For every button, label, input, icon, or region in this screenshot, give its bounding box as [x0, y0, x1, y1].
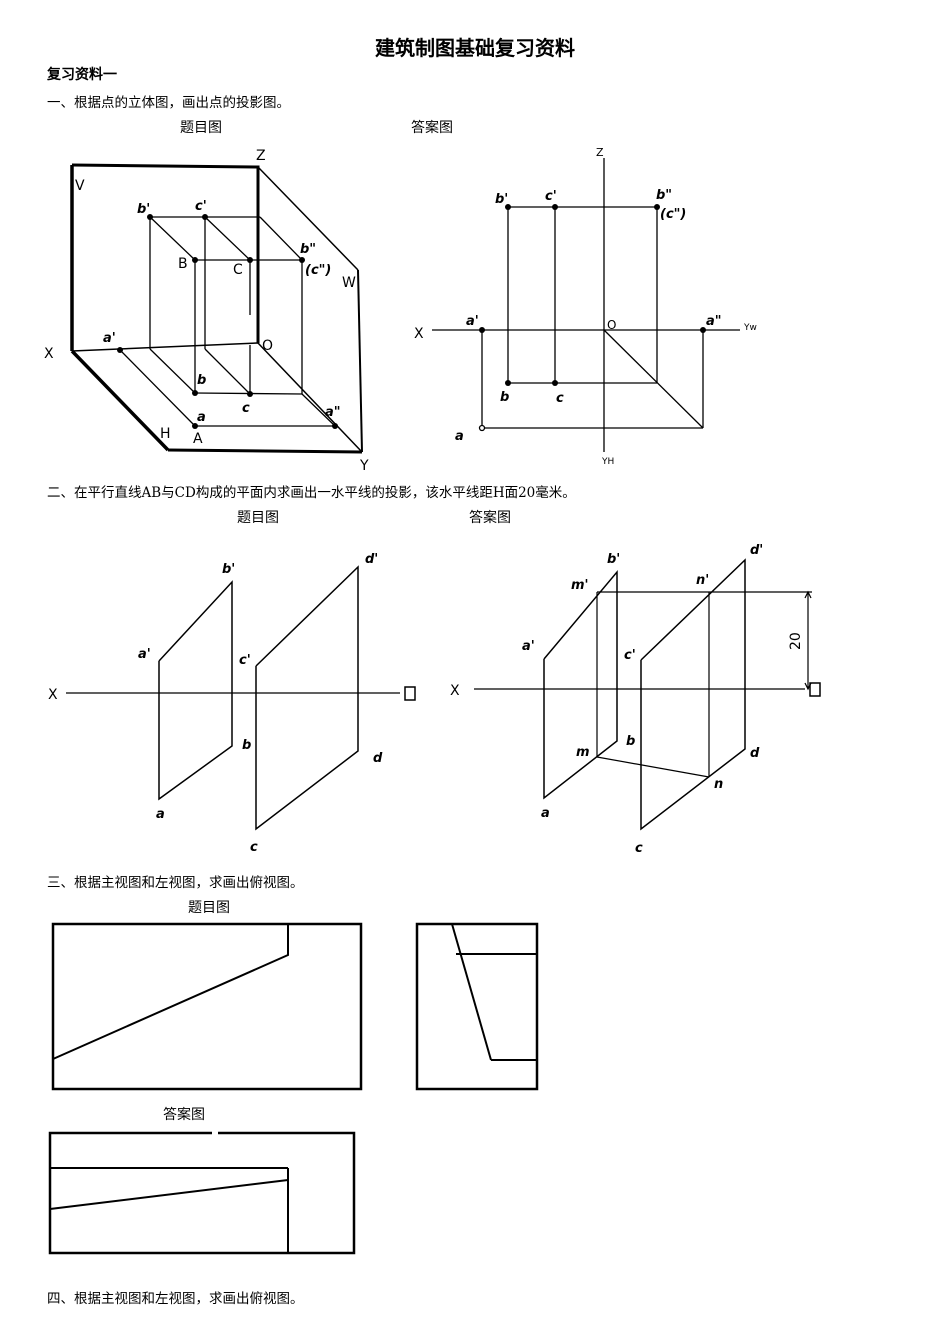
label-d-prime: d' [365, 552, 378, 567]
label-c-dprime: (c") [305, 263, 331, 278]
section-subtitle: 复习资料一 [47, 67, 117, 83]
label-c-prime: c' [624, 648, 636, 663]
dimension-20: 20 [788, 632, 804, 650]
q1-caption-answer: 答案图 [411, 120, 453, 136]
q2-caption-answer: 答案图 [469, 510, 511, 526]
q3-answer-figure [48, 1131, 356, 1255]
label-c-dprime: (c") [660, 207, 686, 222]
label-O: O [607, 318, 616, 332]
q1-right-figure [432, 158, 740, 452]
q1-left-labels: V Z X H Y W O b' c' B C b" (c") a' b c a… [44, 148, 369, 474]
label-a-prime: a' [138, 647, 151, 662]
label-Y: Y [359, 458, 369, 474]
label-Z: Z [256, 148, 266, 164]
page-title: 建筑制图基础复习资料 [375, 36, 575, 60]
label-b: b [626, 734, 635, 749]
label-X: X [44, 346, 54, 362]
label-X: X [48, 687, 58, 703]
label-Yh: YH [601, 457, 614, 467]
label-b: b [242, 738, 251, 753]
label-a-prime: a' [522, 639, 535, 654]
label-c-prime: c' [239, 653, 251, 668]
label-b-prime: b' [495, 192, 508, 207]
q2-right-labels: X b' d' m' n' a' c' m b d n a c 20 [450, 543, 804, 856]
q2-left-labels: X b' d' a' c' b d a c [48, 552, 383, 855]
label-d: d [373, 751, 383, 766]
label-a-prime: a' [466, 314, 479, 329]
q1-left-figure [70, 163, 363, 454]
q3-caption-question: 题目图 [188, 900, 230, 916]
label-X: X [414, 326, 424, 342]
label-n-prime: n' [696, 573, 709, 588]
label-a: a [455, 429, 464, 444]
label-b-prime: b' [222, 562, 235, 577]
label-B: B [178, 256, 188, 272]
label-a: a [156, 807, 165, 822]
q2-right-figure [474, 558, 821, 831]
label-d: d [750, 746, 760, 761]
label-a: a [197, 410, 206, 425]
label-V: V [75, 178, 85, 194]
label-W: W [342, 275, 356, 291]
question-4-text: 四、根据主视图和左视图，求画出俯视图。 [47, 1291, 304, 1307]
q2-caption-question: 题目图 [237, 510, 279, 526]
label-A: A [193, 431, 203, 447]
q3-caption-answer: 答案图 [163, 1107, 205, 1123]
question-2-text: 二、在平行直线AB与CD构成的平面内求画出一水平线的投影，该水平线距H面20毫米… [47, 485, 576, 501]
label-a: a [541, 806, 550, 821]
question-1-text: 一、根据点的立体图，画出点的投影图。 [47, 95, 290, 111]
label-b-prime: b' [607, 552, 620, 567]
label-c: c [556, 391, 564, 406]
q1-right-labels: Z X Yw YH O b' c' b" (c") a' a" b c a [414, 146, 757, 467]
label-c: c [242, 401, 250, 416]
label-a-prime: a' [103, 331, 116, 346]
label-c-prime: c' [195, 199, 207, 214]
label-b-dprime: b" [656, 188, 672, 203]
label-m: m [576, 745, 590, 760]
q3-question-figure [51, 922, 539, 1091]
label-H: H [160, 426, 171, 442]
label-Yw: Yw [743, 323, 757, 333]
q2-left-figure [66, 565, 416, 831]
label-X: X [450, 683, 460, 699]
label-Z: Z [596, 146, 604, 159]
label-b-prime: b' [137, 202, 150, 217]
q1-caption-question: 题目图 [180, 120, 222, 136]
label-d-prime: d' [750, 543, 763, 558]
label-C: C [233, 262, 243, 278]
label-a-dprime: a" [706, 314, 722, 329]
label-a-dprime: a" [325, 405, 341, 420]
question-3-text: 三、根据主视图和左视图，求画出俯视图。 [47, 875, 304, 891]
label-m-prime: m' [571, 578, 589, 593]
label-n: n [714, 777, 723, 792]
label-b: b [500, 390, 509, 405]
label-O: O [262, 338, 273, 354]
label-b: b [197, 373, 206, 388]
label-c: c [635, 841, 643, 856]
label-c: c [250, 840, 258, 855]
label-b-dprime: b" [300, 242, 316, 257]
label-c-prime: c' [545, 189, 557, 204]
